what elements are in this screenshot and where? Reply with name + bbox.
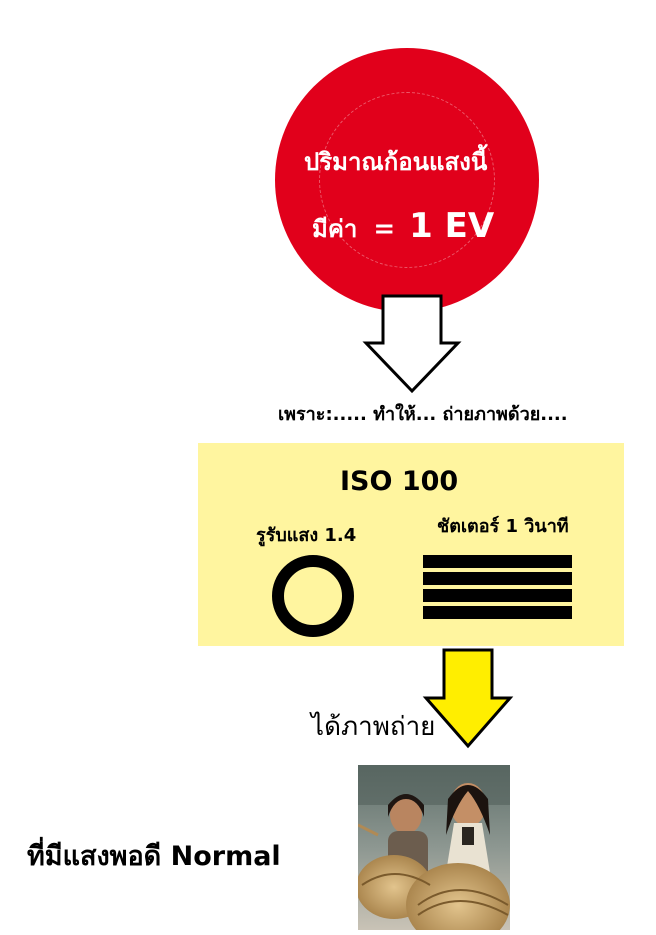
- iso-value: ISO 100: [340, 466, 459, 497]
- result-text: ได้ภาพถ่าย: [311, 712, 436, 742]
- shutter-bar: [423, 555, 572, 568]
- ev-circle-line1: ปริมาณก้อนแสงนี้: [304, 148, 488, 176]
- ev-label: มีค่า: [312, 215, 358, 243]
- shutter-label: ชัตเตอร์ 1 วินาที: [437, 516, 569, 537]
- shutter-bar: [423, 589, 572, 602]
- photo-image: [358, 765, 510, 930]
- shutter-bar: [423, 572, 572, 585]
- ev-equals: =: [373, 214, 396, 244]
- down-arrow-outline-icon: [362, 294, 462, 394]
- because-text: เพราะ:..... ทำให้... ถ่ายภาพด้วย....: [278, 404, 568, 425]
- normal-text: ที่มีแสงพอดี Normal: [27, 841, 281, 872]
- down-arrow-yellow-icon: [422, 648, 514, 749]
- shutter-bar: [423, 606, 572, 619]
- aperture-ring-icon: [272, 555, 354, 637]
- aperture-label: รูรับแสง 1.4: [256, 525, 357, 546]
- ev-value: 1 EV: [409, 206, 495, 246]
- circle-inner-ring: [319, 92, 495, 268]
- ev-circle: [275, 48, 539, 312]
- photo-two-girls-with-hats: [358, 765, 510, 930]
- ev-circle-line2: มีค่า = 1 EV: [312, 206, 532, 248]
